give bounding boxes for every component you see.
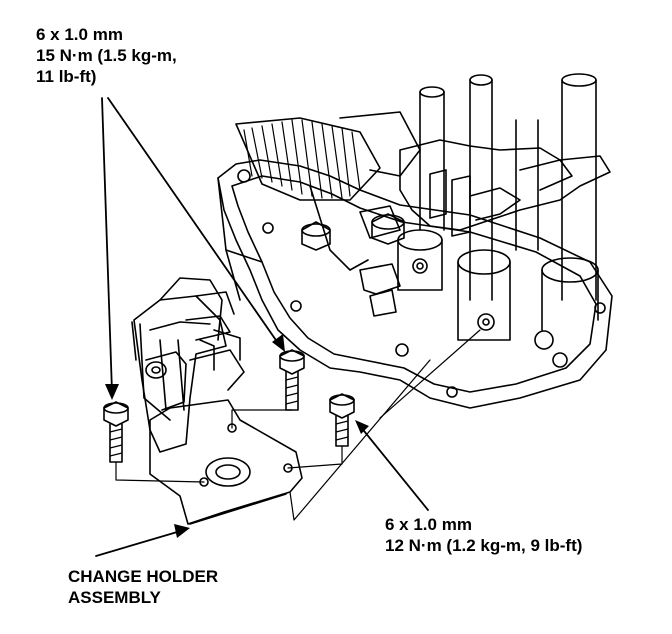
alignment-lines — [115, 329, 481, 521]
top-bolt-size: 6 x 1.0 mm — [36, 25, 123, 44]
top-bolt-torque-line1: 15 N·m (1.5 kg-m, — [36, 46, 177, 65]
top-bolt-spec-callout: 6 x 1.0 mm 15 N·m (1.5 kg-m, 11 lb-ft) — [36, 24, 177, 87]
bottom-bolt-torque: 12 N·m (1.2 kg-m, 9 lb-ft) — [385, 536, 583, 555]
part-label-line2: ASSEMBLY — [68, 588, 161, 607]
change-holder-assembly — [131, 277, 303, 525]
leader-arrows — [95, 97, 429, 557]
part-label-line1: CHANGE HOLDER — [68, 567, 219, 586]
transmission-housing — [217, 159, 613, 409]
bottom-bolt-size: 6 x 1.0 mm — [385, 515, 472, 534]
loose-bolt-center — [279, 349, 305, 411]
bottom-bolt-spec-callout: 6 x 1.0 mm 12 N·m (1.2 kg-m, 9 lb-ft) — [385, 514, 582, 556]
loose-bolt-right — [329, 393, 355, 447]
top-bolt-torque-line2: 11 lb-ft) — [36, 67, 97, 86]
housing-bolts — [301, 213, 405, 251]
loose-bolt-left — [103, 401, 129, 463]
part-label-callout: CHANGE HOLDER ASSEMBLY — [68, 566, 218, 608]
shift-shafts — [359, 73, 611, 341]
arrowheads — [105, 334, 369, 538]
gear-teeth — [235, 111, 421, 271]
